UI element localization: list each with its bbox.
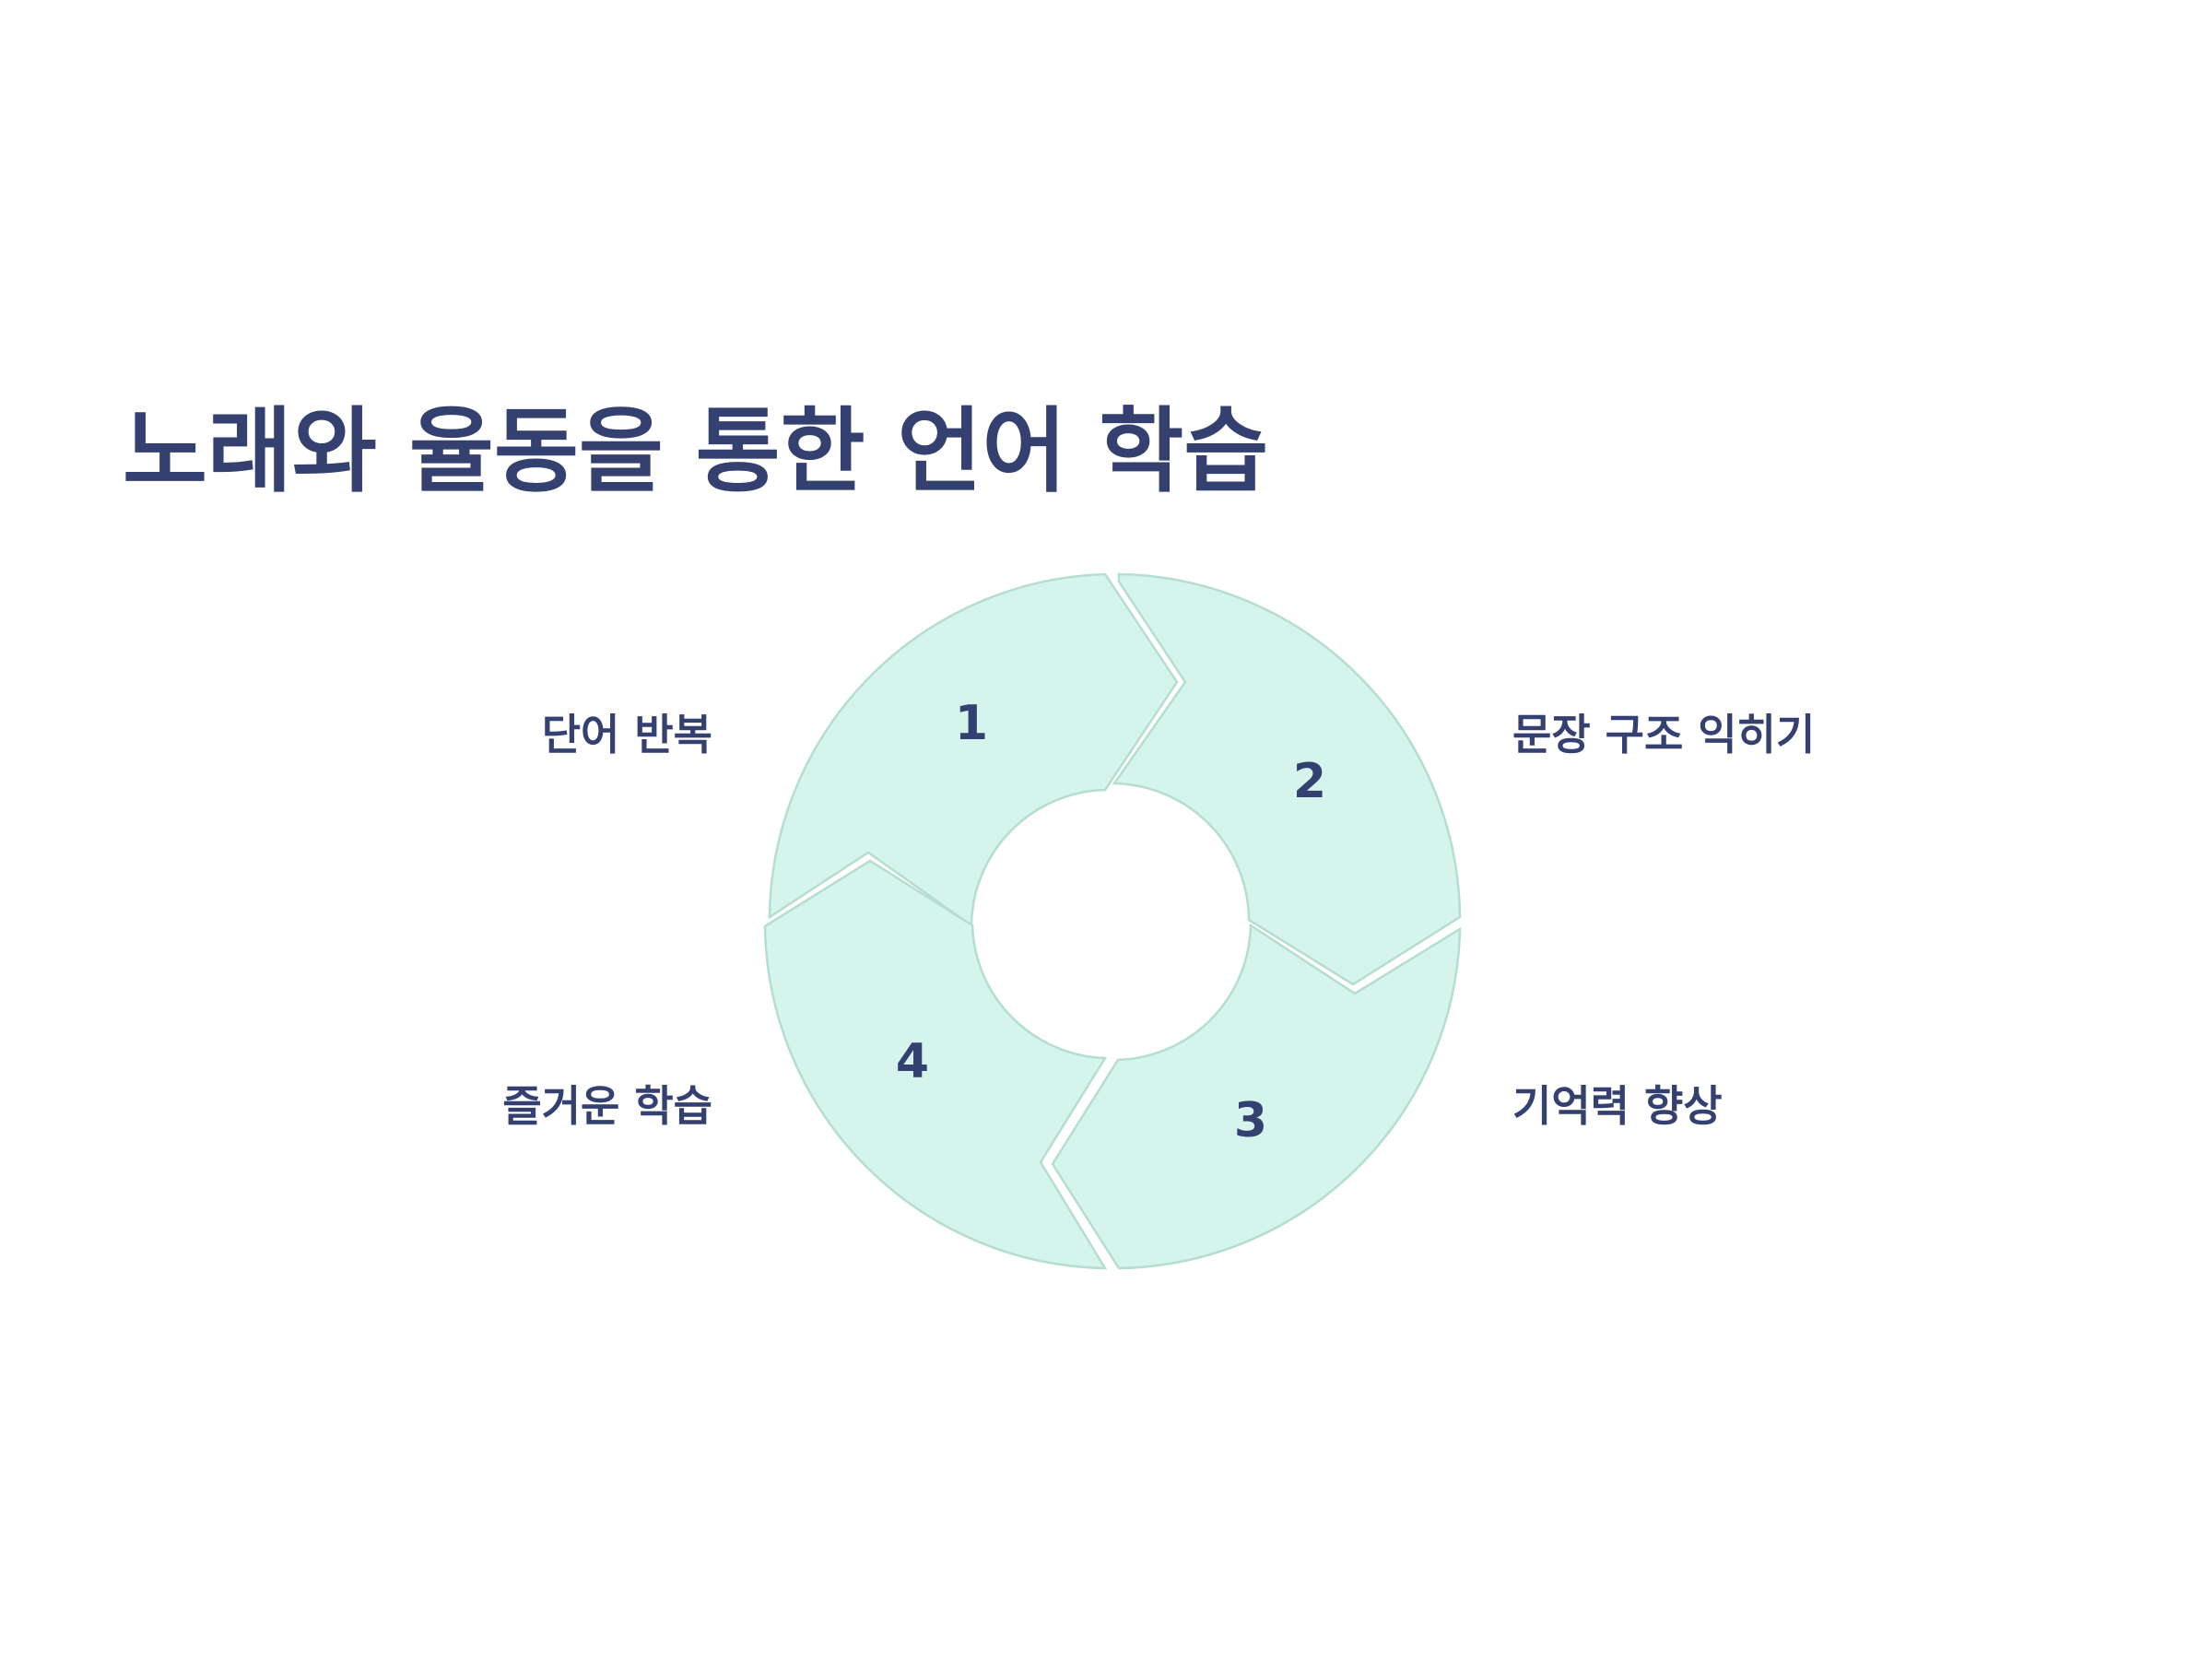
segment-number-3: 3 <box>1234 1093 1267 1148</box>
label-fun-learning: 즐거운 학습 <box>502 1081 712 1131</box>
label-word-repetition: 단어 반복 <box>541 710 712 759</box>
segment-number-1: 1 <box>955 696 988 751</box>
page-title: 노래와 율동을 통한 언어 학습 <box>123 397 1269 505</box>
segment-number-2: 2 <box>1293 754 1326 809</box>
cycle-segment-2 <box>1112 572 1462 986</box>
label-sentence-structure: 문장 구조 익히기 <box>1512 710 1816 759</box>
cycle-segment-1 <box>768 572 1179 928</box>
cycle-segment-4 <box>763 859 1108 1270</box>
cycle-segment-3 <box>1051 923 1462 1270</box>
segment-number-4: 4 <box>896 1034 929 1089</box>
label-memory-improvement: 기억력 향상 <box>1512 1081 1723 1131</box>
